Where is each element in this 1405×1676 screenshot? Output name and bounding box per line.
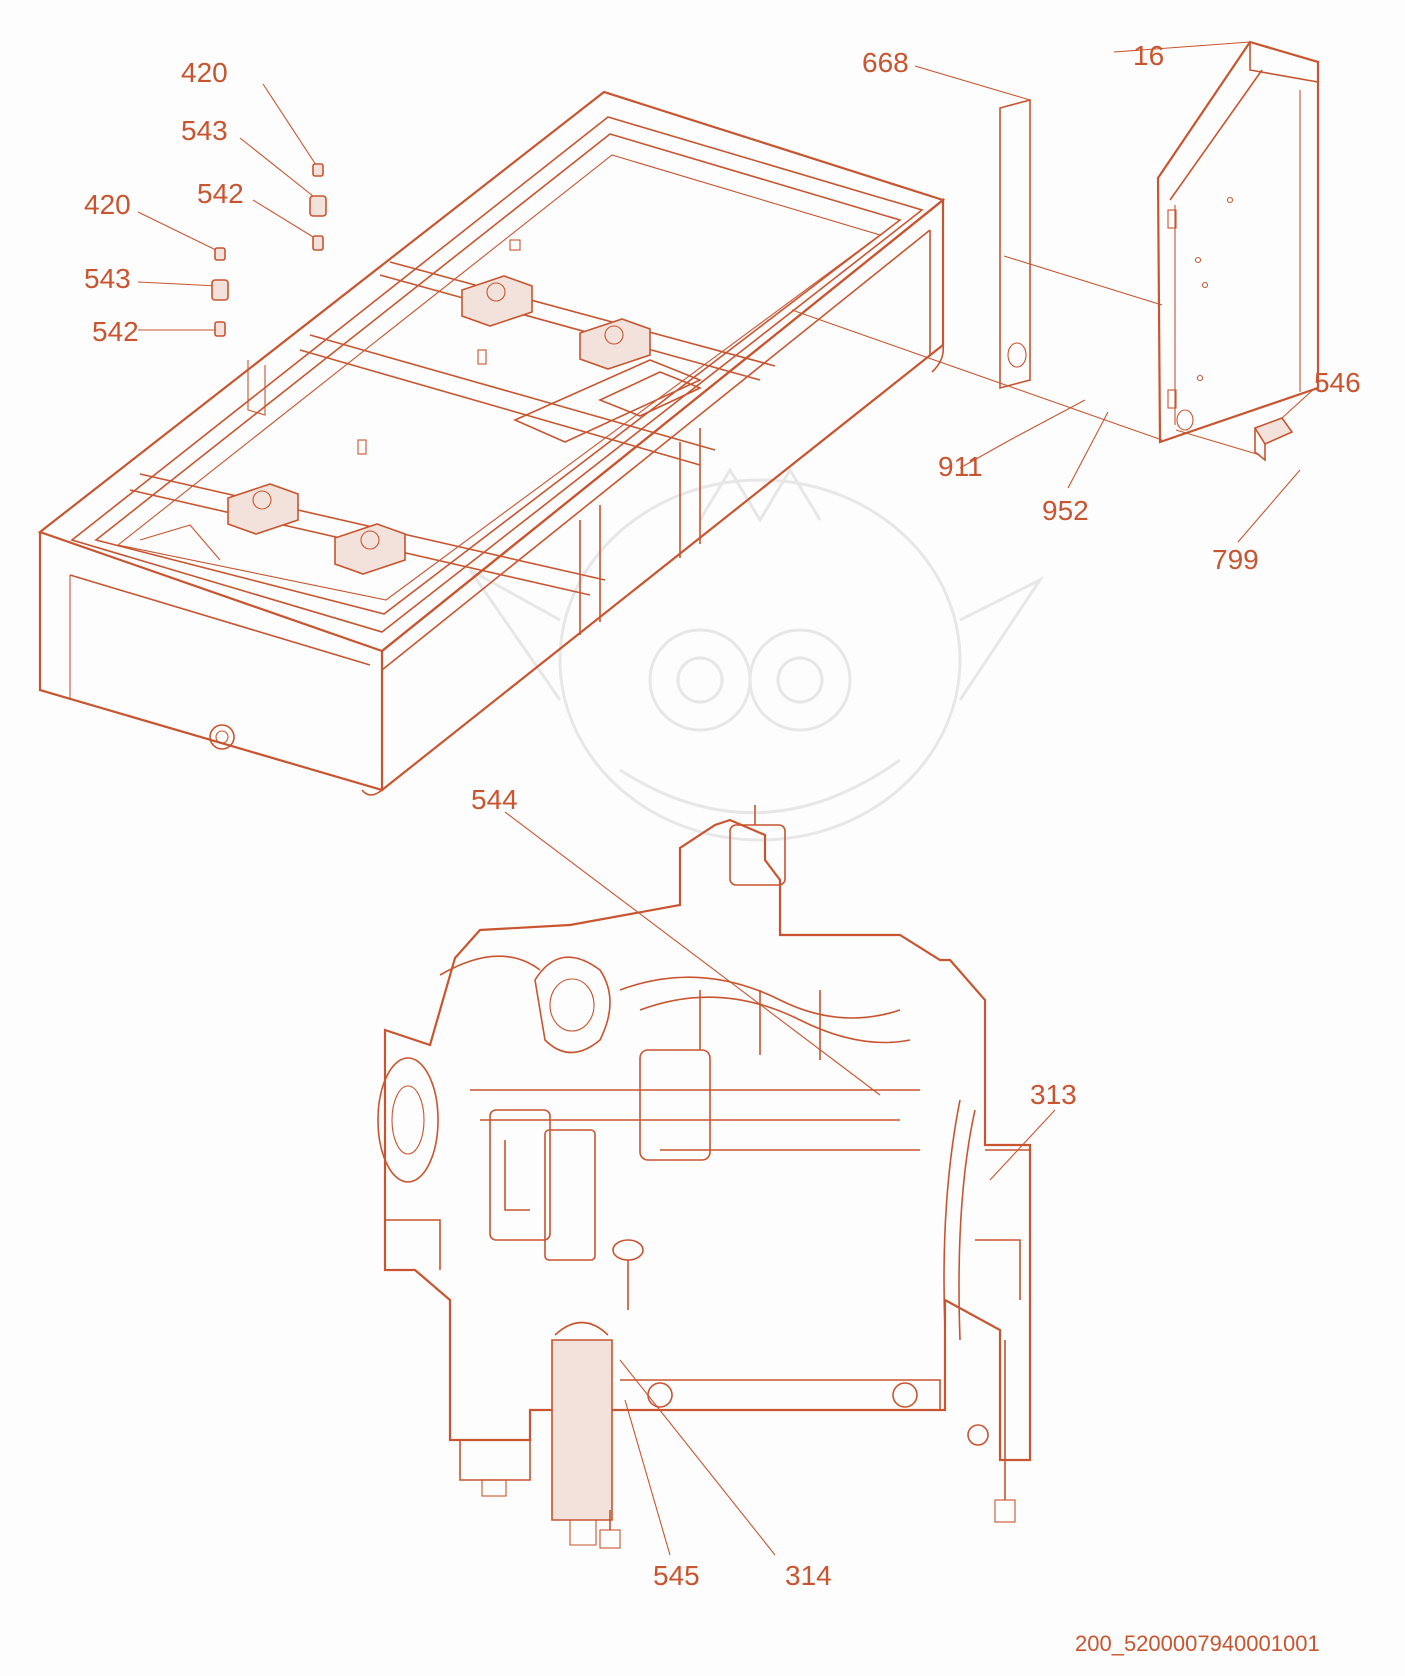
end-panel-assembly	[791, 40, 1320, 462]
callout-544: 544	[471, 784, 518, 815]
callout-543-a: 543	[181, 115, 228, 146]
callout-911: 911	[938, 451, 983, 482]
callout-542-a: 542	[197, 178, 244, 209]
base-frame	[37, 90, 946, 796]
callout-314: 314	[785, 1560, 832, 1591]
callout-labels: 420 543 542 420 543 542 668 16 546 911 9…	[84, 40, 1361, 1591]
drawing-code: 200_5200007940001001	[1075, 1631, 1320, 1656]
engine	[377, 805, 1032, 1549]
callout-542-b: 542	[92, 316, 139, 347]
callout-16: 16	[1133, 40, 1164, 71]
callout-799: 799	[1212, 544, 1259, 575]
hardware-stack-lower	[211, 247, 229, 337]
leader-lines	[137, 41, 1316, 1556]
callout-952: 952	[1042, 495, 1089, 526]
hardware-stack-upper	[309, 163, 327, 251]
watermark-mascot	[468, 467, 1045, 842]
callout-420-b: 420	[84, 189, 131, 220]
callout-543-b: 543	[84, 263, 131, 294]
callout-313: 313	[1030, 1079, 1077, 1110]
callout-546: 546	[1314, 367, 1361, 398]
callout-545: 545	[653, 1560, 700, 1591]
callout-668: 668	[862, 47, 909, 78]
callout-420-a: 420	[181, 57, 228, 88]
